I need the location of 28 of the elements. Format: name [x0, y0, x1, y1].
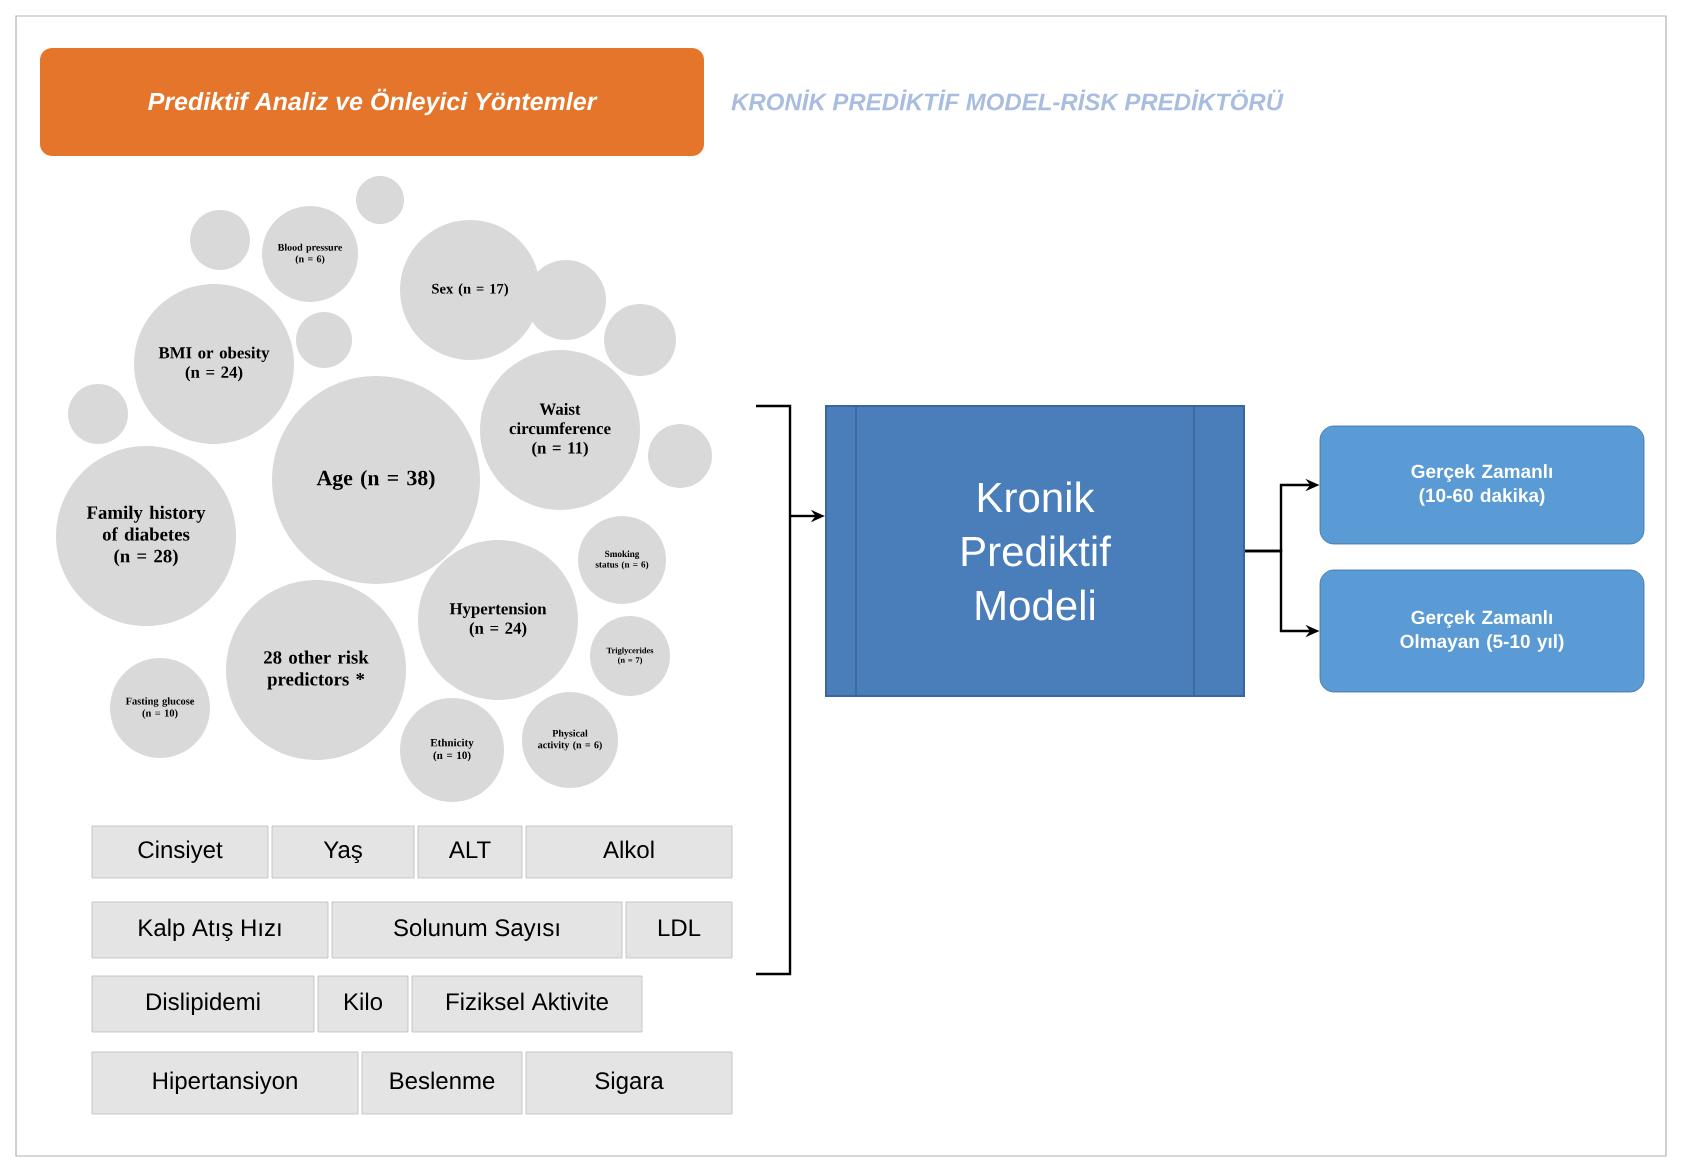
tag-box: Alkol	[525, 825, 733, 879]
bubble	[190, 210, 250, 270]
bubble: Family history of diabetes (n = 28)	[56, 446, 236, 626]
tag-box: Sigara	[525, 1051, 733, 1115]
bubble	[356, 176, 404, 224]
title: KRONİK PREDİKTİF MODEL-RİSK PREDİKTÖRÜ	[731, 89, 1284, 111]
tag-box: LDL	[625, 901, 733, 959]
output-box: Gerçek Zamanlı (10-60 dakika)	[1319, 425, 1645, 545]
bubble	[648, 424, 712, 488]
bubble	[296, 312, 352, 368]
output-box: Gerçek Zamanlı Olmayan (5-10 yıl)	[1319, 569, 1645, 693]
bracket	[756, 404, 792, 976]
bubble: BMI or obesity (n = 24)	[134, 284, 294, 444]
bubble: Age (n = 38)	[272, 376, 480, 584]
tag-box: Yaş	[271, 825, 415, 879]
header-banner: Prediktif Analiz ve Önleyici Yöntemler	[40, 48, 704, 156]
tag-box: Beslenme	[361, 1051, 523, 1115]
bubble	[526, 260, 606, 340]
tag-box: Cinsiyet	[91, 825, 269, 879]
tag-box: ALT	[417, 825, 523, 879]
process-box: Kronik Prediktif Modeli	[825, 405, 1245, 697]
tag-box: Kilo	[317, 975, 409, 1033]
bubble: 28 other risk predictors *	[226, 580, 406, 760]
bubble: Waist circumference (n = 11)	[480, 350, 640, 510]
tag-box: Kalp Atış Hızı	[91, 901, 329, 959]
tag-box: Hipertansiyon	[91, 1051, 359, 1115]
bubble	[604, 304, 676, 376]
bubble	[68, 384, 128, 444]
